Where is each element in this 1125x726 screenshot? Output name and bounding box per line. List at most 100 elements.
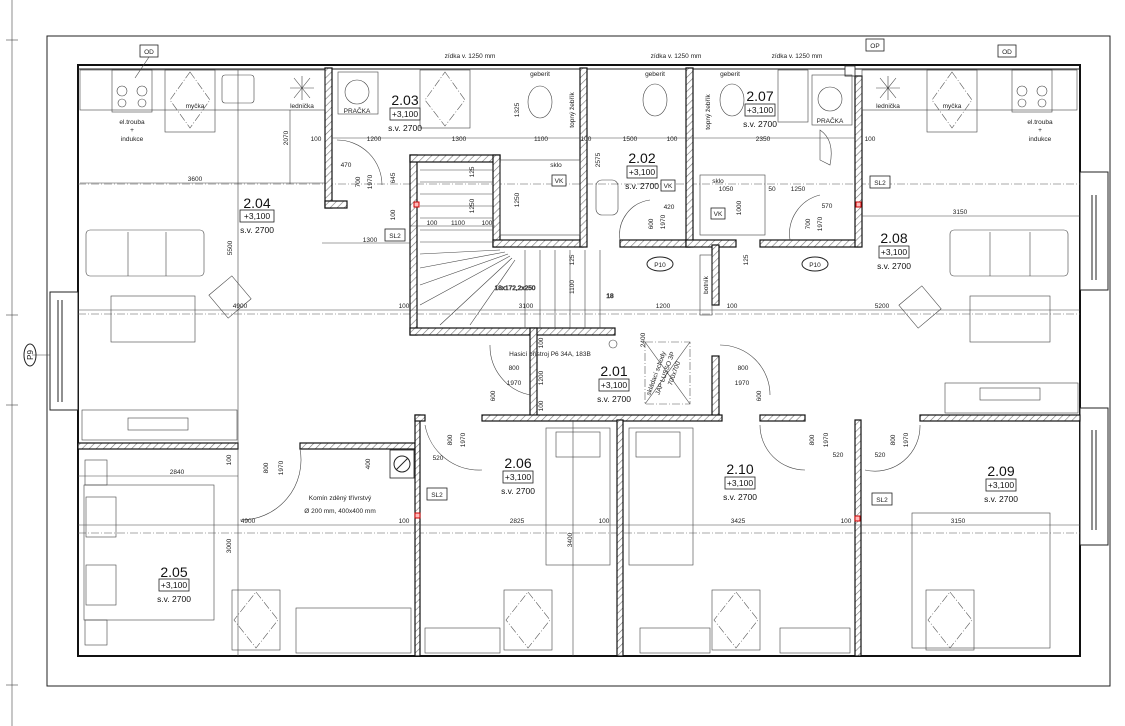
room-height: s.v. 2700 xyxy=(743,119,777,129)
room-number: 2.07 xyxy=(746,88,773,104)
tag-sl2: SL2 xyxy=(389,233,401,240)
tag-sl2: SL2 xyxy=(874,180,886,187)
dim: 2840 xyxy=(170,469,185,476)
dim: 3150 xyxy=(951,518,966,525)
dim: 3000 xyxy=(226,538,233,553)
tag-od-left: OD xyxy=(144,49,154,56)
dimensions-upper-left: 2070 100 1200 1300 1100 1325 3600 470 70… xyxy=(188,102,890,310)
room-number: 2.08 xyxy=(880,230,907,246)
room-height: s.v. 2700 xyxy=(157,594,191,604)
grid-lines xyxy=(78,183,1080,534)
induction-label: indukce xyxy=(121,136,144,143)
dim: 800 xyxy=(890,434,897,445)
tag-vk: VK xyxy=(555,178,564,185)
towel-rail-label: topný žebřík xyxy=(705,94,712,130)
dim: 600 xyxy=(756,390,763,401)
dim: 2825 xyxy=(510,518,525,525)
geberit-label: geberit xyxy=(530,71,550,78)
room-label-2-07: 2.07 +3,100 s.v. 2700 xyxy=(743,88,777,129)
door-tag-p10: P10 xyxy=(809,262,821,269)
dim: 3400 xyxy=(567,532,574,547)
dim: 100 xyxy=(538,337,545,348)
dim: 100 xyxy=(399,303,410,310)
tag-sl2: SL2 xyxy=(876,497,888,504)
dim: 100 xyxy=(226,454,233,465)
room-label-2-05: 2.05 +3,100 s.v. 2700 xyxy=(157,564,191,604)
dim: 700 xyxy=(355,176,362,187)
dim: 50 xyxy=(768,186,776,193)
room-elevation: +3,100 xyxy=(727,478,754,488)
dim: 100 xyxy=(482,220,493,227)
dim: 5200 xyxy=(875,303,890,310)
kitchen-left: myčka lednička el.trouba + indukce OD xyxy=(79,44,326,143)
dim: 420 xyxy=(664,204,675,211)
dim: 3100 xyxy=(519,303,534,310)
room-number: 2.02 xyxy=(628,150,655,166)
oven-label: el.trouba xyxy=(1027,119,1053,126)
stair-steps: 18 xyxy=(606,293,614,300)
dim: 1200 xyxy=(367,136,382,143)
window-right-lower xyxy=(1079,407,1109,546)
oven-label: el.trouba xyxy=(119,119,145,126)
dim: 2350 xyxy=(756,136,771,143)
dim: 1100 xyxy=(534,136,548,143)
dim: 1250 xyxy=(791,186,806,193)
sl2-tags: SL2 SL2 SL2 SL2 xyxy=(384,175,893,522)
dim: 3425 xyxy=(731,518,746,525)
dim: 4900 xyxy=(233,303,248,310)
fridge-label: lednička xyxy=(290,103,314,110)
dim: 1500 xyxy=(623,136,638,143)
tag-od-right: OD xyxy=(1002,49,1012,56)
door-swings xyxy=(239,139,921,521)
dim: 5500 xyxy=(227,240,234,255)
dim: 100 xyxy=(727,303,738,310)
dim: 2070 xyxy=(283,130,290,145)
washer-label: PRAČKA xyxy=(344,106,371,115)
room-label-2-06: 2.06 +3,100 s.v. 2700 xyxy=(501,455,535,496)
dim: 100 xyxy=(390,209,397,220)
dim: 100 xyxy=(599,518,610,525)
dim: 1050 xyxy=(719,186,734,193)
dim: 3600 xyxy=(188,176,203,183)
walls xyxy=(77,67,1081,657)
dim: 125 xyxy=(469,166,476,177)
note-zidka: zídka v. 1250 mm xyxy=(445,53,496,60)
dim: 100 xyxy=(667,136,678,143)
dim: 520 xyxy=(875,452,886,459)
glass-label: sklo xyxy=(712,178,724,185)
dim: 2575 xyxy=(595,152,602,167)
dim: 520 xyxy=(433,455,444,462)
room-elevation: +3,100 xyxy=(161,580,188,590)
chimney-label: Komín zděný třívrstvý xyxy=(309,495,372,502)
room-height: s.v. 2700 xyxy=(597,394,631,404)
room-label-2-01: 2.01 +3,100 s.v. 2700 xyxy=(597,363,631,404)
dishwasher-label: myčka xyxy=(943,103,962,110)
room-elevation: +3,100 xyxy=(988,480,1015,490)
dim: 1970 xyxy=(817,216,824,231)
dim: 100 xyxy=(399,518,410,525)
dim: 100 xyxy=(841,518,852,525)
sheet-ticks xyxy=(6,39,18,686)
towel-rail-label: topný žebřík xyxy=(569,92,576,128)
room-elevation: +3,100 xyxy=(392,109,419,119)
kitchen-right: lednička myčka el.trouba + indukce OD OP xyxy=(844,38,1078,143)
dim: 100 xyxy=(538,400,545,411)
door-tag-p10: P10 xyxy=(654,262,666,269)
dim: 800 xyxy=(447,434,454,445)
dim: 1100 xyxy=(451,220,465,227)
note-zidka: zídka v. 1250 mm xyxy=(772,53,823,60)
dim: 1970 xyxy=(507,380,522,387)
dim: 1100 xyxy=(569,280,576,294)
dim: 1970 xyxy=(278,460,285,475)
room-height: s.v. 2700 xyxy=(984,494,1018,504)
room-height: s.v. 2700 xyxy=(388,123,422,133)
room-elevation: +3,100 xyxy=(747,105,774,115)
dim: 645 xyxy=(390,172,397,183)
dim: 1250 xyxy=(469,198,476,213)
room-height: s.v. 2700 xyxy=(877,261,911,271)
room-elevation: +3,100 xyxy=(244,211,271,221)
dim: 800 xyxy=(738,365,749,372)
room-number: 2.05 xyxy=(160,564,187,580)
dim: 1250 xyxy=(514,192,521,207)
